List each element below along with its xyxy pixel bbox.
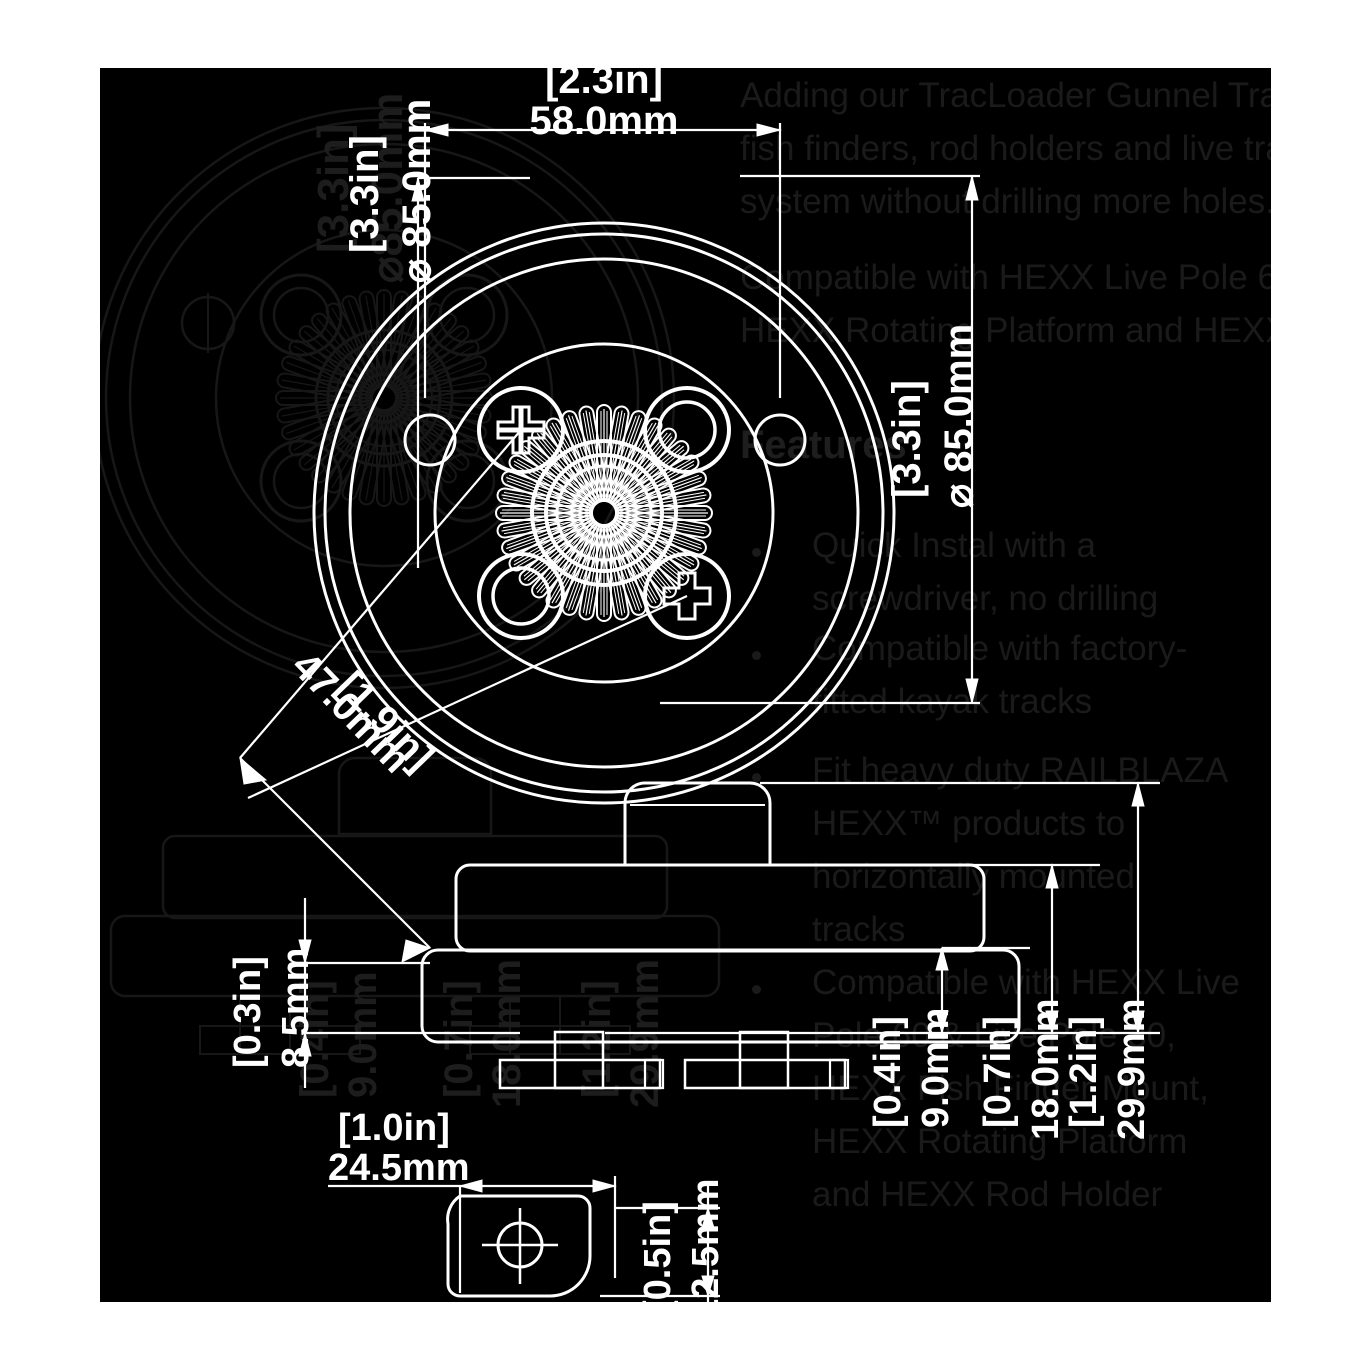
ghost-dim-side1-mm: 9.0mm	[341, 971, 385, 1098]
arrow-top	[298, 939, 312, 965]
label-left-diameter-inch: [3.3in]	[343, 135, 387, 253]
label-side-h1-mm: 9.0mm	[915, 1008, 957, 1128]
drawing-vector-layer: [3.3in] ⌀85.0mm [0.4in] 9.0mm [0.7in] 18…	[100, 68, 1160, 1302]
hub-mid-circle	[544, 453, 664, 573]
side-foot-tab-left	[643, 1058, 665, 1090]
label-side-h2-mm: 18.0mm	[1025, 998, 1067, 1140]
dim-side-heights	[605, 781, 1160, 1035]
label-side-h1-inch: [0.4in]	[867, 1016, 909, 1128]
dim-detail-length	[328, 1176, 617, 1293]
outer-rim-circle-2	[323, 232, 885, 794]
leader-upper	[239, 429, 522, 759]
dim-top-width	[423, 123, 782, 398]
dim-right-diameter	[660, 174, 980, 705]
screw-hole-bottom-right	[643, 552, 731, 640]
arrow-right	[756, 123, 782, 137]
center-bore-circle	[555, 464, 653, 562]
arrow-9mm-top	[935, 946, 949, 971]
label-side-h3-inch: [1.2in]	[1063, 1016, 1105, 1128]
label-base-height-mm: 8.5mm	[275, 948, 317, 1068]
arrow-left	[458, 1179, 483, 1193]
arrow-start	[239, 756, 268, 785]
label-left-diameter-mm: ⌀ 85.0mm	[395, 99, 439, 283]
arrow-top	[411, 176, 425, 202]
detail-view-track-foot	[446, 1194, 592, 1298]
side-foot-plate-left	[498, 1058, 662, 1090]
label-side-h3-mm: 29.9mm	[1111, 998, 1153, 1140]
top-view	[312, 221, 896, 805]
arrow-29mm-top	[1131, 781, 1145, 807]
outer-rim-circle-1	[312, 221, 896, 805]
arrow-top	[701, 1206, 715, 1229]
dimension-labels: [2.3in] 58.0mm [3.3in] ⌀ 85.0mm [3.3in] …	[227, 68, 1153, 1302]
side-top-boss	[623, 781, 772, 867]
technical-drawing-canvas: Adding our TracLoader Gunnel Trac fish f…	[100, 68, 1271, 1302]
arrow-29mm-bottom	[1131, 1010, 1145, 1035]
arrow-9mm-bottom	[935, 1010, 949, 1035]
arrow-bottom	[701, 1275, 715, 1298]
label-side-h2-inch: [0.7in]	[977, 1016, 1019, 1128]
arrow-bottom	[965, 678, 979, 704]
label-top-width-mm: 58.0mm	[530, 99, 679, 143]
spline-outer-circle	[433, 342, 775, 684]
detail-outline	[446, 1194, 592, 1298]
leader-lower	[247, 595, 688, 799]
arrow-right	[592, 1179, 617, 1193]
dim-left-diameter	[411, 176, 530, 568]
arrow-top	[965, 175, 979, 201]
label-right-diameter-inch: [3.3in]	[885, 380, 929, 498]
label-detail-length-mm: 24.5mm	[328, 1147, 470, 1189]
arrow-bottom	[298, 1031, 312, 1057]
dim-base-height	[298, 898, 520, 1088]
arrow-18mm-top	[1045, 863, 1059, 889]
index-hole-right	[753, 413, 807, 467]
dim-bolt-circle-diagonal	[239, 429, 688, 963]
index-hole-left	[403, 413, 457, 467]
dim-line	[239, 757, 431, 949]
ghost-dim-side1-inch: [0.4in]	[293, 980, 337, 1098]
arrow-left	[423, 123, 449, 137]
arrow-end	[401, 939, 432, 963]
label-detail-length-inch: [1.0in]	[338, 1107, 450, 1149]
outer-rim-circle-3	[348, 257, 860, 769]
ghost-dimension-text: [3.3in] ⌀85.0mm [0.4in] 9.0mm [0.7in] 18…	[293, 93, 667, 1108]
ghost-dim-side3-inch: [1.2in]	[575, 980, 619, 1098]
dim-detail-height	[600, 1186, 720, 1302]
screw-hole-top-right	[643, 386, 731, 474]
ghost-dim-left-mm: ⌀85.0mm	[363, 93, 412, 283]
screw-hole-bottom-left	[477, 552, 565, 640]
ghost-dim-side2-inch: [0.7in]	[437, 980, 481, 1098]
label-right-diameter-mm: ⌀ 85.0mm	[937, 324, 981, 508]
hub-outer-circle	[530, 439, 678, 587]
label-detail-height-mm: 12.5mm	[685, 1178, 727, 1302]
label-top-width-inch: [2.3in]	[545, 68, 663, 102]
arrow-18mm-bottom	[1045, 1010, 1059, 1035]
label-base-height-inch: [0.3in]	[227, 956, 269, 1068]
label-detail-height-inch: [0.5in]	[637, 1201, 679, 1302]
side-foot-tab-right	[828, 1058, 850, 1090]
side-base-plate	[420, 948, 1021, 1044]
ghost-dim-left-inch: [3.3in]	[309, 123, 358, 253]
side-foot-plate-right	[683, 1058, 847, 1090]
